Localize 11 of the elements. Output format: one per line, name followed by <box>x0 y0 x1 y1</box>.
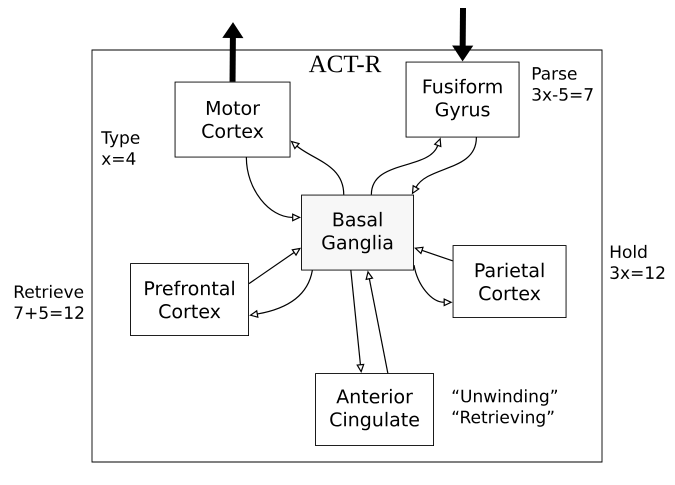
side-label: Retrieve 7+5=12 <box>14 284 84 320</box>
region-box: Basal Ganglia <box>301 194 414 270</box>
region-box: Prefrontal Cortex <box>130 263 249 336</box>
region-box: Motor Cortex <box>174 82 290 158</box>
region-box: Parietal Cortex <box>452 245 566 318</box>
side-label: Type x=4 <box>101 131 140 165</box>
region-box: Fusiform Gyrus <box>406 62 520 138</box>
side-label: “Unwinding” “Retrieving” <box>452 389 558 427</box>
side-label: Hold 3x=12 <box>610 244 664 280</box>
side-label: Parse 3x-5=7 <box>532 67 593 101</box>
region-box: Anterior Cingulate <box>315 373 434 446</box>
